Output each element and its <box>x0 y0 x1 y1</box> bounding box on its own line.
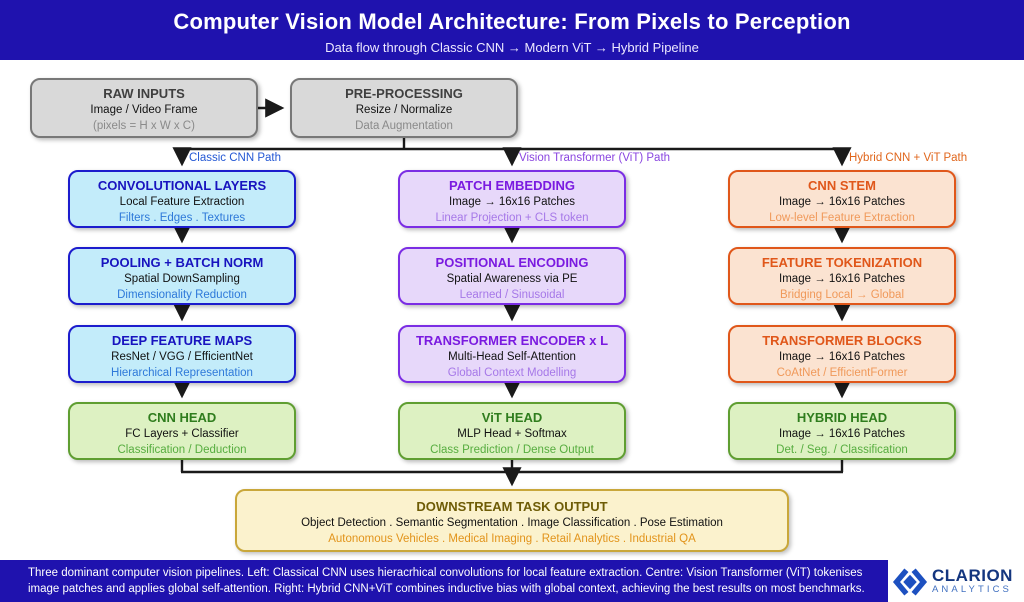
node-line: Image → 16x16 Patches <box>779 196 905 208</box>
node-accent: Low-level Feature Extraction <box>769 212 915 224</box>
node-line: Local Feature Extraction <box>119 196 245 208</box>
footer-caption-line1: Three dominant computer vision pipelines… <box>28 567 863 579</box>
node-accent: Hierarchical Representation <box>111 367 253 379</box>
node-title: POOLING + BATCH NORM <box>100 255 264 270</box>
node-accent: Class Prediction / Dense Output <box>430 444 594 456</box>
node-line: Spatial DownSampling <box>124 273 240 285</box>
node-title: FEATURE TOKENIZATION <box>761 255 923 270</box>
node-title: TRANSFORMER ENCODER x L <box>415 333 609 348</box>
node-line: Spatial Awareness via PE <box>446 273 578 285</box>
node-title: DEEP FEATURE MAPS <box>111 333 253 348</box>
node-title: CONVOLUTIONAL LAYERS <box>97 178 267 193</box>
label-classic-cnn-path: Classic CNN Path <box>189 152 282 164</box>
node-line: Resize / Normalize <box>355 104 453 116</box>
node-accent: Learned / Sinusoidal <box>459 289 565 301</box>
node-title: ViT HEAD <box>481 410 543 425</box>
diamond-brackets-icon <box>892 568 928 595</box>
node-cnn-stem: CNN STEM Image → 16x16 Patches Low-level… <box>728 170 956 228</box>
node-accent: Det. / Seg. / Classification <box>776 444 908 456</box>
node-line: ResNet / VGG / EfficientNet <box>111 351 253 363</box>
node-title: POSITIONAL ENCODING <box>435 255 589 270</box>
node-line: MLP Head + Softmax <box>457 428 567 440</box>
label-hybrid-path: Hybrid CNN + ViT Path <box>849 152 968 164</box>
footer-caption-bar: Three dominant computer vision pipelines… <box>0 560 888 602</box>
node-accent: Classification / Deduction <box>117 444 247 456</box>
node-title: PRE-PROCESSING <box>345 86 463 101</box>
node-line: Image / Video Frame <box>90 104 198 116</box>
node-title: DOWNSTREAM TASK OUTPUT <box>416 499 608 514</box>
header-band: Computer Vision Model Architecture: From… <box>0 0 1024 60</box>
node-accent: Bridging Local → Global <box>779 289 904 301</box>
label-vit-path: Vision Transformer (ViT) Path <box>519 152 671 164</box>
node-accent: Data Augmentation <box>355 120 453 132</box>
node-line: FC Layers + Classifier <box>125 428 239 440</box>
node-line: Object Detection . Semantic Segmentation… <box>301 517 723 529</box>
node-positional-encoding: POSITIONAL ENCODING Spatial Awareness vi… <box>398 247 626 305</box>
node-title: TRANSFORMER BLOCKS <box>762 333 922 348</box>
page-subtitle: Data flow through Classic CNN → Modern V… <box>325 40 699 55</box>
node-transformer-blocks: TRANSFORMER BLOCKS Image → 16x16 Patches… <box>728 325 956 383</box>
node-title: HYBRID HEAD <box>796 410 888 425</box>
node-hybrid-head: HYBRID HEAD Image → 16x16 Patches Det. /… <box>728 402 956 460</box>
node-accent: (pixels = H x W x C) <box>93 120 195 132</box>
node-title: PATCH EMBEDDING <box>449 178 575 193</box>
node-downstream-task-output: DOWNSTREAM TASK OUTPUT Object Detection … <box>235 489 789 552</box>
node-line: Image → 16x16 Patches <box>779 273 905 285</box>
node-line: Image → 16x16 Patches <box>449 196 575 208</box>
node-raw-inputs: RAW INPUTS Image / Video Frame (pixels =… <box>30 78 258 138</box>
node-feature-tokenization: FEATURE TOKENIZATION Image → 16x16 Patch… <box>728 247 956 305</box>
node-cnn-head: CNN HEAD FC Layers + Classifier Classifi… <box>68 402 296 460</box>
node-accent: Linear Projection + CLS token <box>435 212 589 224</box>
node-line: Image → 16x16 Patches <box>779 428 905 440</box>
node-accent: Filters . Edges . Textures <box>118 212 246 224</box>
node-accent: Autonomous Vehicles . Medical Imaging . … <box>328 533 696 545</box>
footer-caption-line2: image patches and applies global self-at… <box>28 583 865 595</box>
node-pooling-batch-norm: POOLING + BATCH NORM Spatial DownSamplin… <box>68 247 296 305</box>
node-patch-embedding: PATCH EMBEDDING Image → 16x16 Patches Li… <box>398 170 626 228</box>
clarion-analytics-logo: CLARION ANALYTICS <box>892 561 1024 602</box>
node-accent: CoAtNet / EfficientFormer <box>776 367 908 379</box>
node-accent: Global Context Modelling <box>447 367 577 379</box>
node-deep-feature-maps: DEEP FEATURE MAPS ResNet / VGG / Efficie… <box>68 325 296 383</box>
node-vit-head: ViT HEAD MLP Head + Softmax Class Predic… <box>398 402 626 460</box>
logo-subname: ANALYTICS <box>932 584 1012 595</box>
node-pre-processing: PRE-PROCESSING Resize / Normalize Data A… <box>290 78 518 138</box>
node-title: RAW INPUTS <box>103 86 185 101</box>
page-title: Computer Vision Model Architecture: From… <box>173 9 851 34</box>
logo-name: CLARION <box>932 566 1013 585</box>
node-title: CNN HEAD <box>147 410 217 425</box>
logo-text: CLARION ANALYTICS <box>932 566 1013 595</box>
node-line: Image → 16x16 Patches <box>779 351 905 363</box>
node-accent: Dimensionality Reduction <box>117 289 247 301</box>
node-title: CNN STEM <box>808 178 876 193</box>
node-transformer-encoder: TRANSFORMER ENCODER x L Multi-Head Self-… <box>398 325 626 383</box>
node-line: Multi-Head Self-Attention <box>448 351 576 363</box>
node-convolutional-layers: CONVOLUTIONAL LAYERS Local Feature Extra… <box>68 170 296 228</box>
